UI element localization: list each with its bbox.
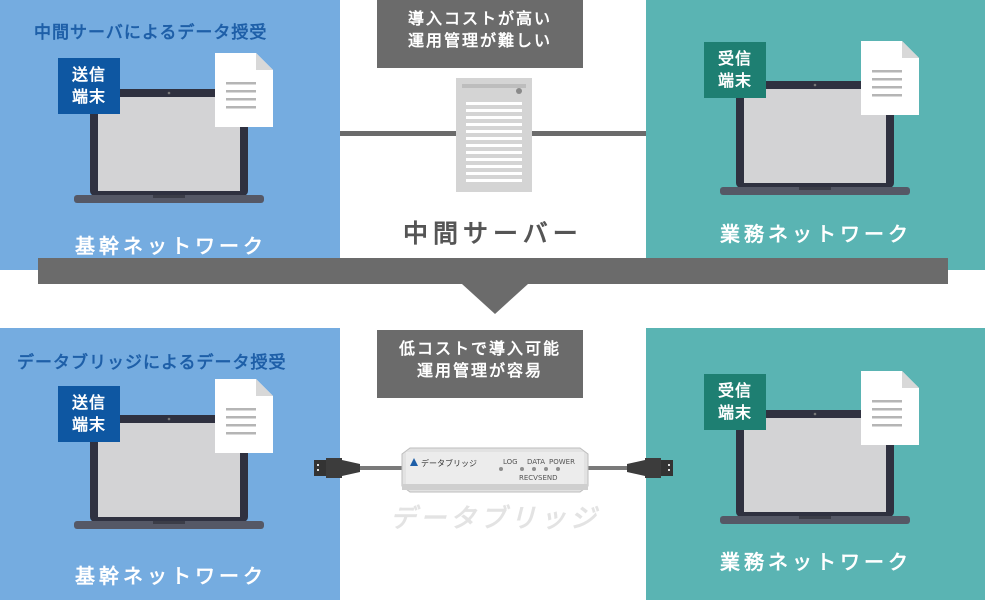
top-right-network-label: 業務ネットワーク (720, 222, 912, 246)
device-label-log: LOG (503, 458, 518, 466)
top-send-badge: 送信端末 (58, 58, 120, 114)
top-recv-badge: 受信端末 (704, 42, 766, 98)
bottom-recv-document-icon (861, 371, 919, 445)
server-icon (456, 78, 532, 192)
top-left-network-label: 基幹ネットワーク (75, 234, 267, 258)
bottom-send-laptop (74, 415, 264, 529)
bottom-left-title: データブリッジによるデータ授受 (17, 353, 287, 373)
center-server-title: 中間サーバー (403, 219, 583, 248)
top-send-document-icon (215, 53, 273, 127)
top-recv-document-icon (861, 41, 919, 115)
bottom-left-network-label: 基幹ネットワーク (75, 564, 267, 588)
bottom-right-network-label: 業務ネットワーク (720, 550, 912, 574)
top-left-title: 中間サーバによるデータ授受 (34, 23, 268, 43)
bottom-callout: 低コストで導入可能運用管理が容易 (377, 330, 583, 398)
bottom-recv-badge: 受信端末 (704, 374, 766, 430)
bottom-recv-laptop (720, 410, 910, 524)
usb-cable-left (314, 458, 412, 478)
usb-cable-right (575, 458, 673, 478)
bottom-send-badge: 送信端末 (58, 386, 120, 442)
device-label-power: POWER (549, 458, 575, 466)
data-bridge-device (401, 447, 589, 493)
device-label-send: SEND (538, 474, 558, 482)
bottom-send-document-icon (215, 379, 273, 453)
top-callout: 導入コストが高い運用管理が難しい (377, 0, 583, 68)
down-arrow-icon (462, 284, 528, 314)
ghost-brand-text: データブリッジ (390, 504, 601, 534)
device-label-data: DATA (527, 458, 546, 466)
device-brand-label: データブリッジ (421, 459, 477, 468)
device-label-recv: RECV (519, 474, 538, 482)
transition-bar (38, 258, 948, 284)
